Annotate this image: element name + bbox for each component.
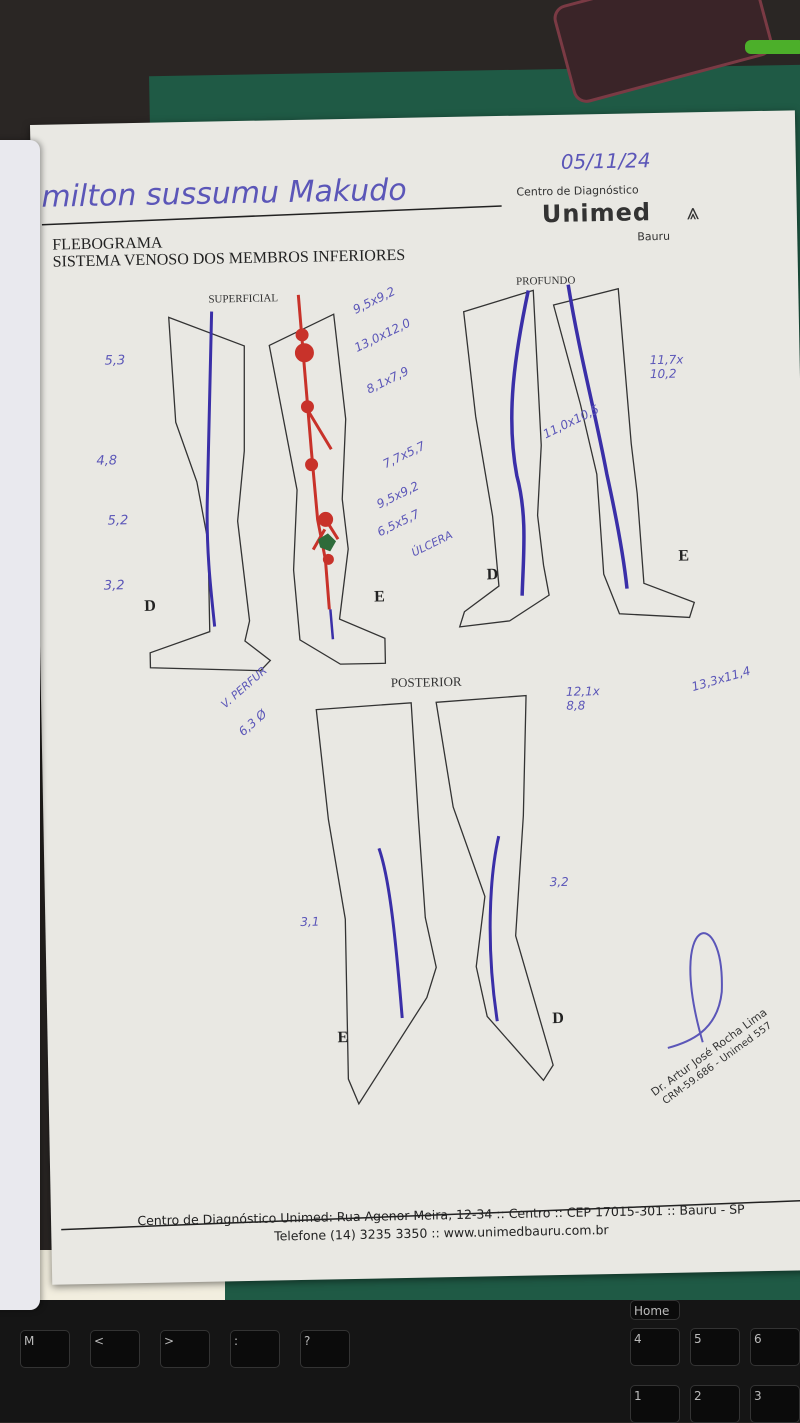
- signature-scribble: [667, 932, 723, 1049]
- section-superficial: SUPERFICIAL: [208, 292, 279, 306]
- key: 4: [630, 1328, 680, 1366]
- pen: [745, 40, 800, 54]
- vein-superficial-left-foot: [329, 609, 335, 640]
- unimed-tree-icon: ⩓: [686, 200, 700, 226]
- vein-deep-left: [566, 284, 629, 589]
- vein-posterior-left: [377, 847, 404, 1019]
- key: <: [90, 1330, 140, 1368]
- key: :: [230, 1330, 280, 1368]
- section-profundo: PROFUNDO: [515, 274, 576, 288]
- measure-annotation: 3,1: [300, 914, 320, 929]
- measure-annotation: 3,2: [103, 578, 125, 594]
- side-label-left: E: [678, 547, 690, 565]
- measure-annotation: 3,2: [549, 874, 569, 890]
- side-label-right: D: [552, 1009, 564, 1028]
- key: ?: [300, 1330, 350, 1368]
- doc-title: FLEBOGRAMA: [52, 234, 163, 254]
- key: 2: [690, 1385, 740, 1423]
- measure-annotation: 4,8: [96, 453, 118, 469]
- key: 3: [750, 1385, 800, 1423]
- side-label-right: D: [486, 566, 499, 584]
- brand-city: Bauru: [637, 229, 671, 244]
- exam-date: 05/11/24: [560, 148, 651, 174]
- name-rule: [41, 205, 502, 226]
- leg-outline-posterior-left: [315, 702, 437, 1106]
- measure-annotation: 5,2: [107, 513, 129, 529]
- ulcer-marker: [318, 533, 337, 552]
- key: Home: [630, 1300, 680, 1320]
- patient-name: milton sussumu Makudo: [41, 172, 407, 215]
- measure-annotation: 11,7x 10,2: [649, 352, 684, 382]
- vein-posterior-right: [488, 835, 501, 1022]
- side-label-left: E: [337, 1029, 349, 1047]
- header-center-label: Centro de Diagnóstico: [516, 183, 639, 199]
- phlebogram-sheet: milton sussumu Makudo 05/11/24 Centro de…: [30, 110, 800, 1285]
- leg-outline-posterior-right: [435, 694, 554, 1082]
- measure-annotation: 12,1x 8,8: [565, 684, 600, 713]
- leg-outline-deep-left: [552, 287, 696, 619]
- measure-annotation: 5,3: [104, 353, 126, 369]
- side-label-right: D: [144, 597, 156, 615]
- key: 1: [630, 1385, 680, 1423]
- vein-superficial-left-great-saphenous: [294, 294, 340, 610]
- key: M: [20, 1330, 70, 1368]
- leg-diagrams: [41, 205, 800, 1231]
- section-posterior: POSTERIOR: [390, 673, 462, 691]
- leg-outline-deep-right: [458, 289, 550, 628]
- leg-outline-superficial-left: [268, 313, 387, 665]
- keyboard: M < > : ? Home 4 5 6 1 2 3: [0, 1300, 800, 1423]
- key: 6: [750, 1328, 800, 1366]
- key: >: [160, 1330, 210, 1368]
- side-label-left: E: [373, 588, 385, 606]
- vein-deep-right: [510, 290, 530, 596]
- vein-superficial-right: [205, 311, 217, 627]
- previous-page-edge: [0, 140, 40, 1310]
- footer-rule: [61, 1199, 800, 1231]
- leg-outline-superficial-right: [149, 316, 272, 672]
- key: 5: [690, 1328, 740, 1366]
- brand-logo-text: Unimed: [541, 198, 652, 229]
